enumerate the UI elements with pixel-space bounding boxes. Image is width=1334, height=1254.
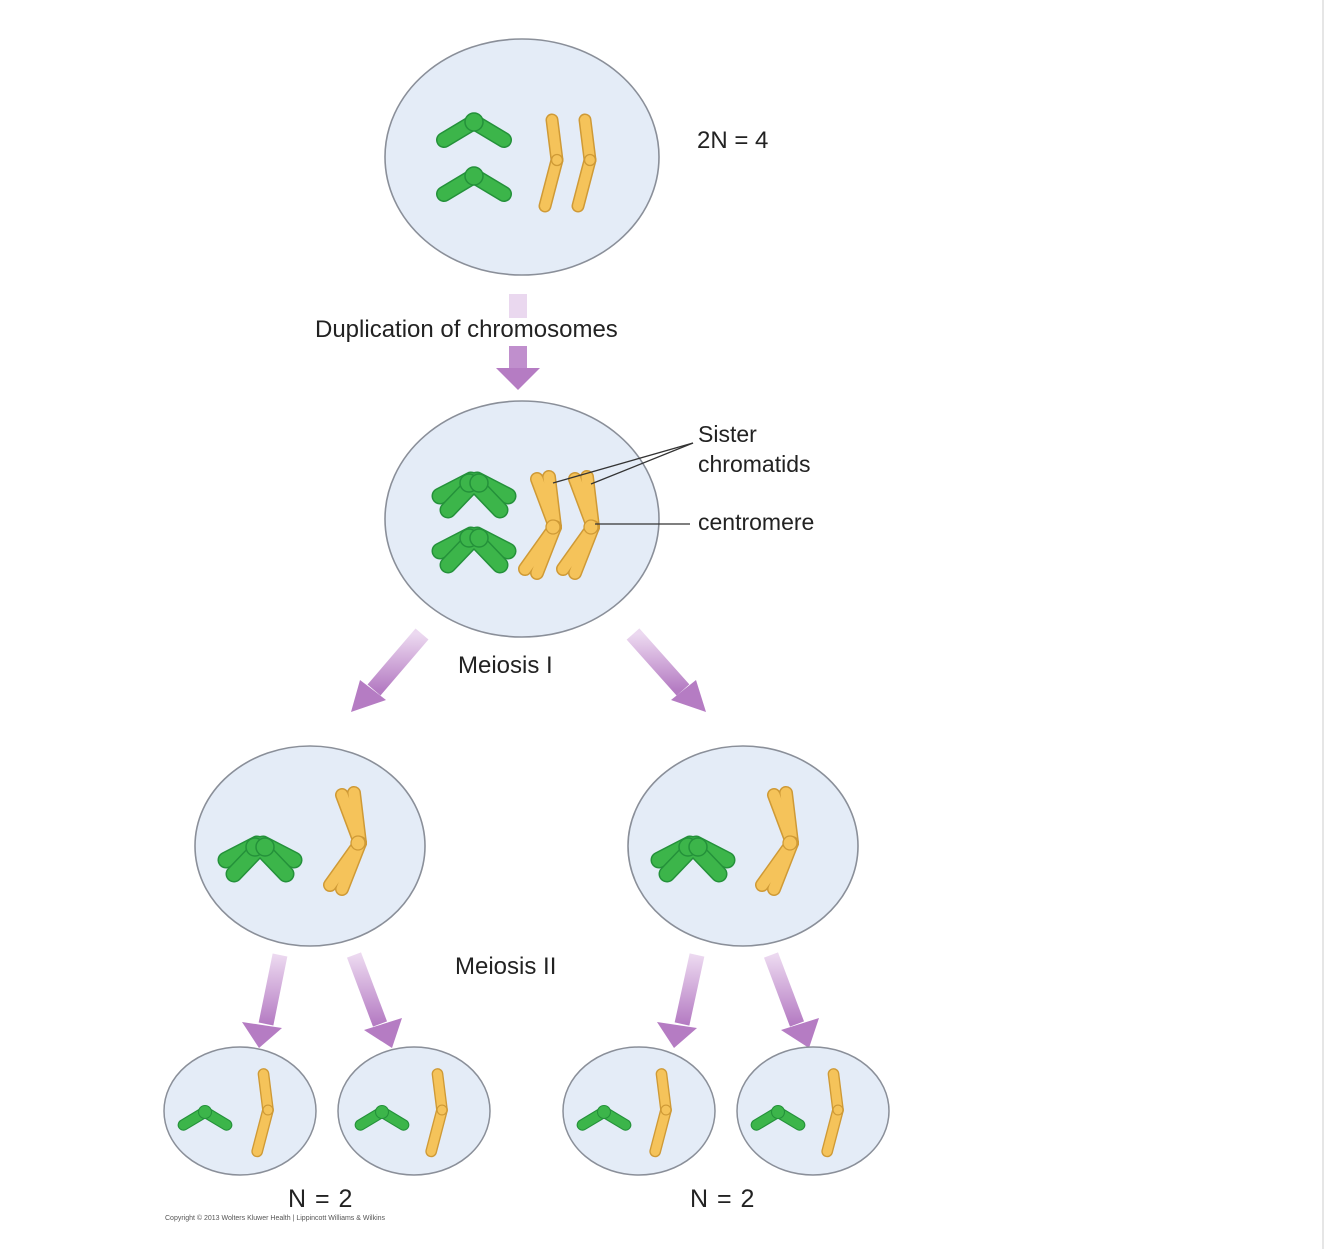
meiosis2-arrow-icon: [763, 952, 819, 1048]
meiosis1-label: Meiosis I: [458, 652, 553, 679]
cell-meiosis1-right: [627, 745, 859, 947]
cell-duplicated: [384, 400, 660, 638]
gamete-cell: [337, 1046, 491, 1176]
gamete-cell: [736, 1046, 890, 1176]
gamete-cell: [562, 1046, 716, 1176]
right-edge-line: [1322, 0, 1324, 1249]
meiosis2-arrows: [242, 952, 819, 1048]
callout-lines: [552, 442, 694, 525]
meiosis2-arrow-icon: [346, 952, 402, 1048]
cell-diploid: [384, 38, 660, 276]
sister-label-line2: chromatids: [698, 451, 811, 477]
duplication-arrow-icon: [496, 294, 540, 390]
ploidy-label-haploid-left: N = 2: [288, 1185, 354, 1213]
meiosis1-left-arrow-icon: [351, 628, 429, 712]
duplication-label: Duplication of chromosomes: [315, 316, 618, 343]
centromere-label: centromere: [698, 509, 815, 535]
meiosis2-label: Meiosis II: [455, 953, 557, 980]
sister-label-line1: Sister: [698, 421, 757, 447]
ploidy-label-diploid: 2N = 4: [697, 127, 769, 154]
ploidy-label-haploid-right: N = 2: [690, 1185, 756, 1213]
meiosis1-right-arrow-icon: [626, 628, 706, 712]
cell-meiosis1-left: [194, 745, 426, 947]
meiosis2-arrow-icon: [242, 953, 288, 1048]
meiosis2-arrow-icon: [657, 953, 705, 1048]
copyright-text: Copyright © 2013 Wolters Kluwer Health |…: [165, 1215, 386, 1222]
gamete-cell: [163, 1046, 317, 1176]
